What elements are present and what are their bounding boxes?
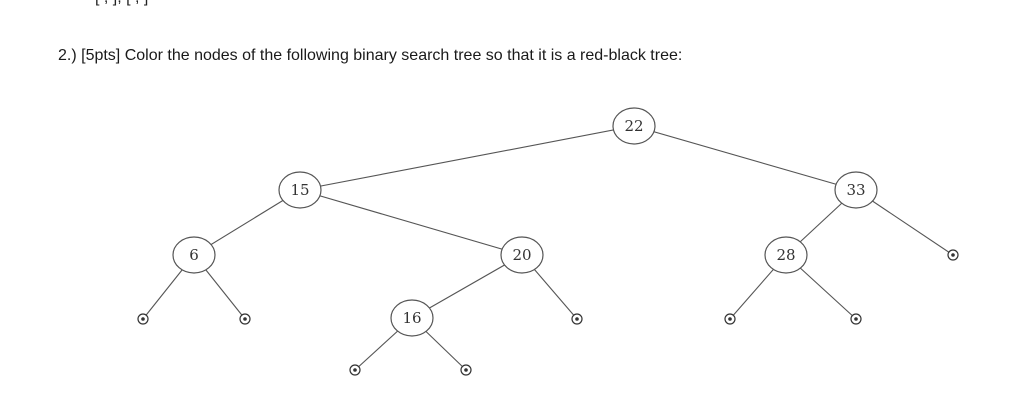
tree-node-circle (278, 171, 322, 209)
nil-leaf-dot (575, 317, 579, 321)
nil-leaf-dot (243, 317, 247, 321)
tree-node-label: 22 (624, 117, 643, 135)
nil-leaf-dot (951, 253, 955, 257)
nil-leaves (137, 249, 959, 376)
tree-node-20: 20 (500, 236, 544, 274)
nil-leaf-dot (854, 317, 858, 321)
edge-n20-n16 (411, 254, 523, 319)
tree-edges (142, 125, 954, 371)
tree-node-circle (764, 236, 808, 274)
question-text: 2.) [5pts] Color the nodes of the follow… (58, 47, 683, 64)
nil-leaf-nil-6-right (239, 313, 251, 325)
edge-n22-n33 (633, 125, 857, 191)
previous-question-fragment: [ , ], [ , ] (95, 0, 148, 7)
tree-node-label: 20 (512, 246, 531, 264)
tree-node-label: 6 (189, 246, 199, 264)
nil-leaf-dot (728, 317, 732, 321)
nil-leaf-dot (141, 317, 145, 321)
edge-n22-n15 (299, 125, 635, 191)
nil-leaf-dot (464, 368, 468, 372)
tree-node-15: 15 (278, 171, 322, 209)
tree-node-28: 28 (764, 236, 808, 274)
edge-n15-n6 (193, 189, 301, 256)
nil-leaf-dot (353, 368, 357, 372)
tree-node-circle (834, 171, 878, 209)
tree-node-6: 6 (172, 236, 216, 274)
tree-node-label: 28 (776, 246, 795, 264)
nil-leaf-nil-20-right (571, 313, 583, 325)
tree-node-circle (172, 236, 216, 274)
nil-leaf-nil-16-right (460, 364, 472, 376)
edge-n15-n20 (299, 189, 523, 256)
tree-node-label: 33 (846, 181, 865, 199)
nil-leaf-nil-28-right (850, 313, 862, 325)
nil-leaf-nil-6-left (137, 313, 149, 325)
tree-node-16: 16 (390, 299, 434, 337)
nil-leaf-nil-33-right (947, 249, 959, 261)
tree-nodes: 22 15 33 6 20 28 16 (172, 107, 878, 337)
tree-node-33: 33 (834, 171, 878, 209)
tree-node-22: 22 (612, 107, 656, 145)
tree-node-label: 16 (402, 309, 421, 327)
tree-node-circle (500, 236, 544, 274)
tree-node-label: 15 (290, 181, 309, 199)
nil-leaf-nil-16-left (349, 364, 361, 376)
tree-node-circle (390, 299, 434, 337)
nil-leaf-nil-28-left (724, 313, 736, 325)
tree-node-circle (612, 107, 656, 145)
